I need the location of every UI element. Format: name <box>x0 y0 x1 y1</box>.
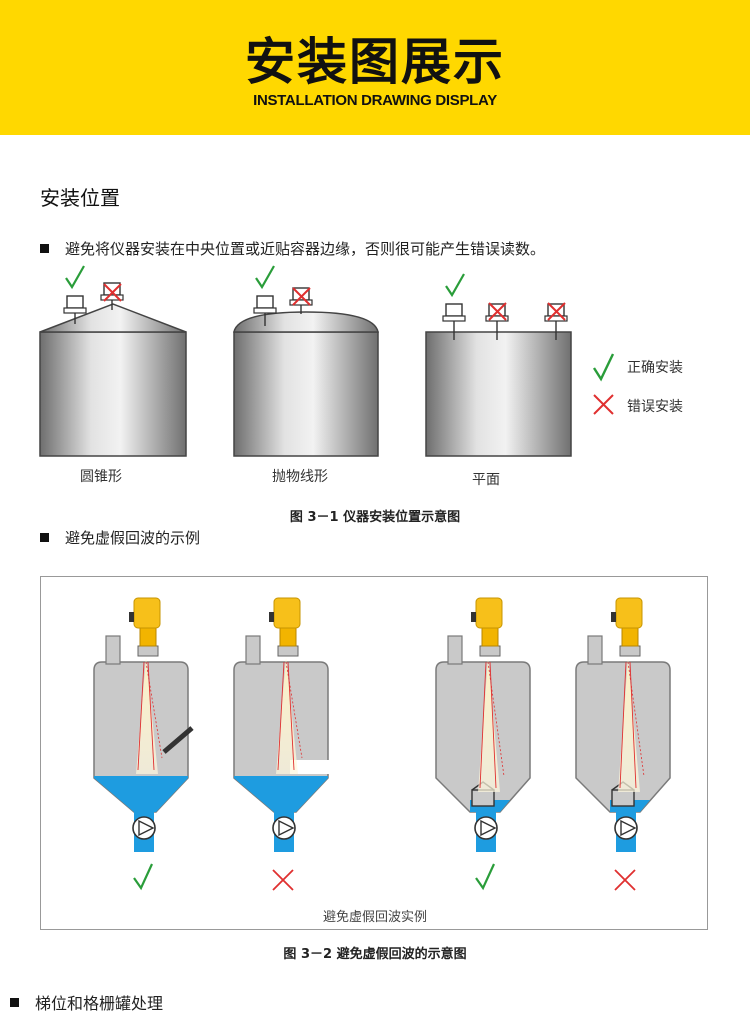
tank-label-conical: 圆锥形 <box>80 469 122 485</box>
echo-ray <box>147 661 155 771</box>
bullet-text: 避免虚假回波的示例 <box>65 529 201 547</box>
tank-flat <box>425 331 572 457</box>
echo-ray <box>619 661 627 789</box>
cross-icon <box>272 869 294 891</box>
sensor-correct-3 <box>442 303 466 340</box>
cross-icon <box>488 302 507 321</box>
echo-ray-dashed <box>627 661 645 777</box>
bullet-square-icon <box>40 533 49 542</box>
bullet-text: 梯位和格栅罐处理 <box>35 994 164 1013</box>
tank-conical <box>39 303 187 457</box>
sensor-correct-2 <box>253 295 277 326</box>
liquid-fill <box>234 776 328 812</box>
page-subtitle: INSTALLATION DRAWING DISPLAY <box>253 92 497 109</box>
echo-ray <box>479 661 487 789</box>
echo-ray <box>287 661 295 771</box>
pump-arrow-icon <box>138 819 155 837</box>
header-banner <box>0 0 750 135</box>
sensor-cable-gland <box>471 612 476 622</box>
check-icon <box>475 863 495 891</box>
legend-check-icon <box>592 353 615 382</box>
pump-arrow-icon <box>620 819 637 837</box>
pump-arrow-icon <box>278 819 295 837</box>
bullet-text: 避免将仪器安装在中央位置或近贴容器边缘，否则很可能产生错误读数。 <box>65 240 546 258</box>
bullet-install-note: 避免将仪器安装在中央位置或近贴容器边缘，否则很可能产生错误读数。 <box>40 238 545 259</box>
false-echo-figure-frame <box>40 576 708 930</box>
sensor-cable-gland <box>129 612 134 622</box>
page-title: 安装图展示 <box>245 33 505 91</box>
cross-icon <box>103 283 122 302</box>
echo-ray-dashed <box>145 661 163 759</box>
sensor-correct-1 <box>63 295 87 324</box>
obstacle-step <box>290 760 330 774</box>
legend-cross-icon <box>593 394 614 415</box>
legend-label-wrong: 错误安装 <box>627 399 683 415</box>
vessel-inlet-pipe <box>245 635 261 665</box>
cross-icon <box>547 302 566 321</box>
check-icon <box>445 273 465 298</box>
echo-ray <box>277 661 285 771</box>
vessel-inlet-pipe <box>447 635 463 665</box>
figure-frame-label: 避免虚假回波实例 <box>322 910 427 925</box>
tank-label-parabolic: 抛物线形 <box>272 469 328 485</box>
obstacle-baffle <box>162 726 194 754</box>
vessel-inlet-pipe <box>105 635 121 665</box>
sensor-cable-gland <box>611 612 616 622</box>
figure-caption-2: 图 3－2 避免虚假回波的示意图 <box>283 947 467 962</box>
tank-label-flat: 平面 <box>472 472 500 488</box>
check-icon <box>255 265 275 290</box>
check-icon <box>133 863 153 891</box>
pump-arrow-icon <box>480 819 497 837</box>
sensor-wrong-1 <box>100 282 124 310</box>
check-icon <box>65 265 85 290</box>
vessel-inlet-pipe <box>587 635 603 665</box>
liquid-fill <box>94 776 188 812</box>
legend-label-correct: 正确安装 <box>627 360 683 376</box>
bullet-ladder-grating: 梯位和格栅罐处理 <box>10 990 163 1014</box>
echo-ray-dashed <box>487 661 505 777</box>
section-title-install-position: 安装位置 <box>40 186 120 210</box>
bullet-square-icon <box>10 997 19 1007</box>
sensor-wrong-2 <box>289 287 313 314</box>
sensor-cable-gland <box>269 612 274 622</box>
echo-ray-dashed <box>285 661 303 759</box>
cross-icon <box>292 287 311 306</box>
echo-ray <box>137 661 145 771</box>
bullet-square-icon <box>40 244 49 253</box>
cross-icon <box>614 869 636 891</box>
tank-parabolic <box>233 311 379 457</box>
bullet-false-echo: 避免虚假回波的示例 <box>40 527 200 548</box>
figure-caption-1: 图 3－1 仪器安装位置示意图 <box>289 510 461 525</box>
